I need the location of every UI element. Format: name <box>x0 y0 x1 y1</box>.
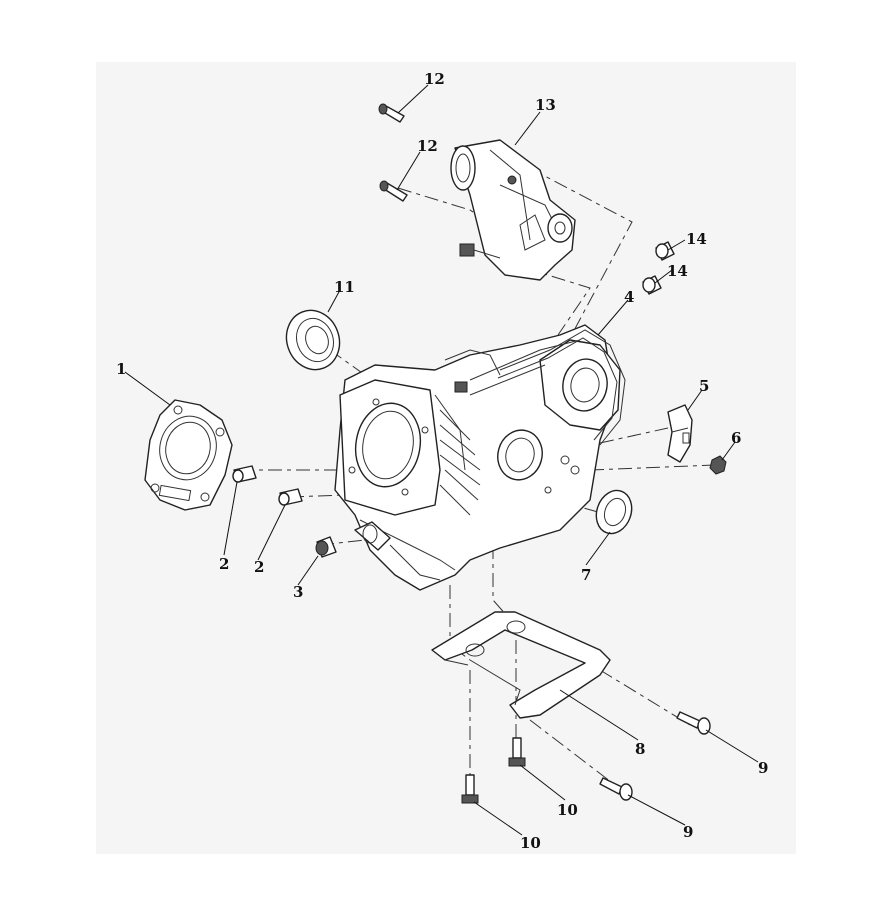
assembly-guide-lines <box>240 154 716 790</box>
callout-12-lower: 12 <box>417 137 438 155</box>
callout-9-lower: 9 <box>683 823 693 841</box>
callout-labels: 12 12 13 14 14 11 4 1 5 6 2 2 3 7 8 9 9 … <box>116 70 768 852</box>
callout-4: 4 <box>624 288 634 306</box>
bolt-12-lower <box>379 180 408 202</box>
oil-seal-11 <box>285 309 341 371</box>
callout-2-right: 2 <box>254 558 264 576</box>
callout-8: 8 <box>635 740 645 758</box>
callout-11: 11 <box>334 278 355 296</box>
bolt-10-lower <box>461 774 479 804</box>
dowel-14-upper <box>655 241 675 261</box>
dowel-2-upper <box>232 465 257 483</box>
callout-10-lower: 10 <box>520 834 541 852</box>
nut-6 <box>709 455 727 475</box>
bolt-12-upper <box>378 103 405 123</box>
screw-9-lower <box>599 777 633 801</box>
oil-seal-7 <box>595 489 633 535</box>
callout-2-left: 2 <box>219 555 229 573</box>
bolt-10-upper <box>508 737 526 767</box>
screw-9-right <box>676 711 711 735</box>
callout-1: 1 <box>116 360 126 378</box>
base-plate-8 <box>431 611 611 719</box>
callout-13: 13 <box>535 96 556 114</box>
dowel-14-lower <box>642 275 662 295</box>
bracket-5 <box>667 404 693 463</box>
callout-14-upper: 14 <box>686 230 707 248</box>
callout-7: 7 <box>581 566 591 584</box>
callout-9-right: 9 <box>758 759 768 777</box>
callout-14-lower: 14 <box>667 262 688 280</box>
drain-plug-3 <box>315 536 337 558</box>
case-gasket-4 <box>497 329 626 446</box>
crankcase-block <box>334 324 621 591</box>
callout-10-upper: 10 <box>557 801 578 819</box>
callout-leaders <box>124 84 759 836</box>
head-gasket-1 <box>144 399 233 511</box>
callout-6: 6 <box>731 429 741 447</box>
dowel-2-lower <box>278 488 303 506</box>
callout-5: 5 <box>699 377 709 395</box>
starter-motor-13 <box>450 139 576 281</box>
callout-12-upper: 12 <box>424 70 445 88</box>
callout-3: 3 <box>293 583 303 601</box>
